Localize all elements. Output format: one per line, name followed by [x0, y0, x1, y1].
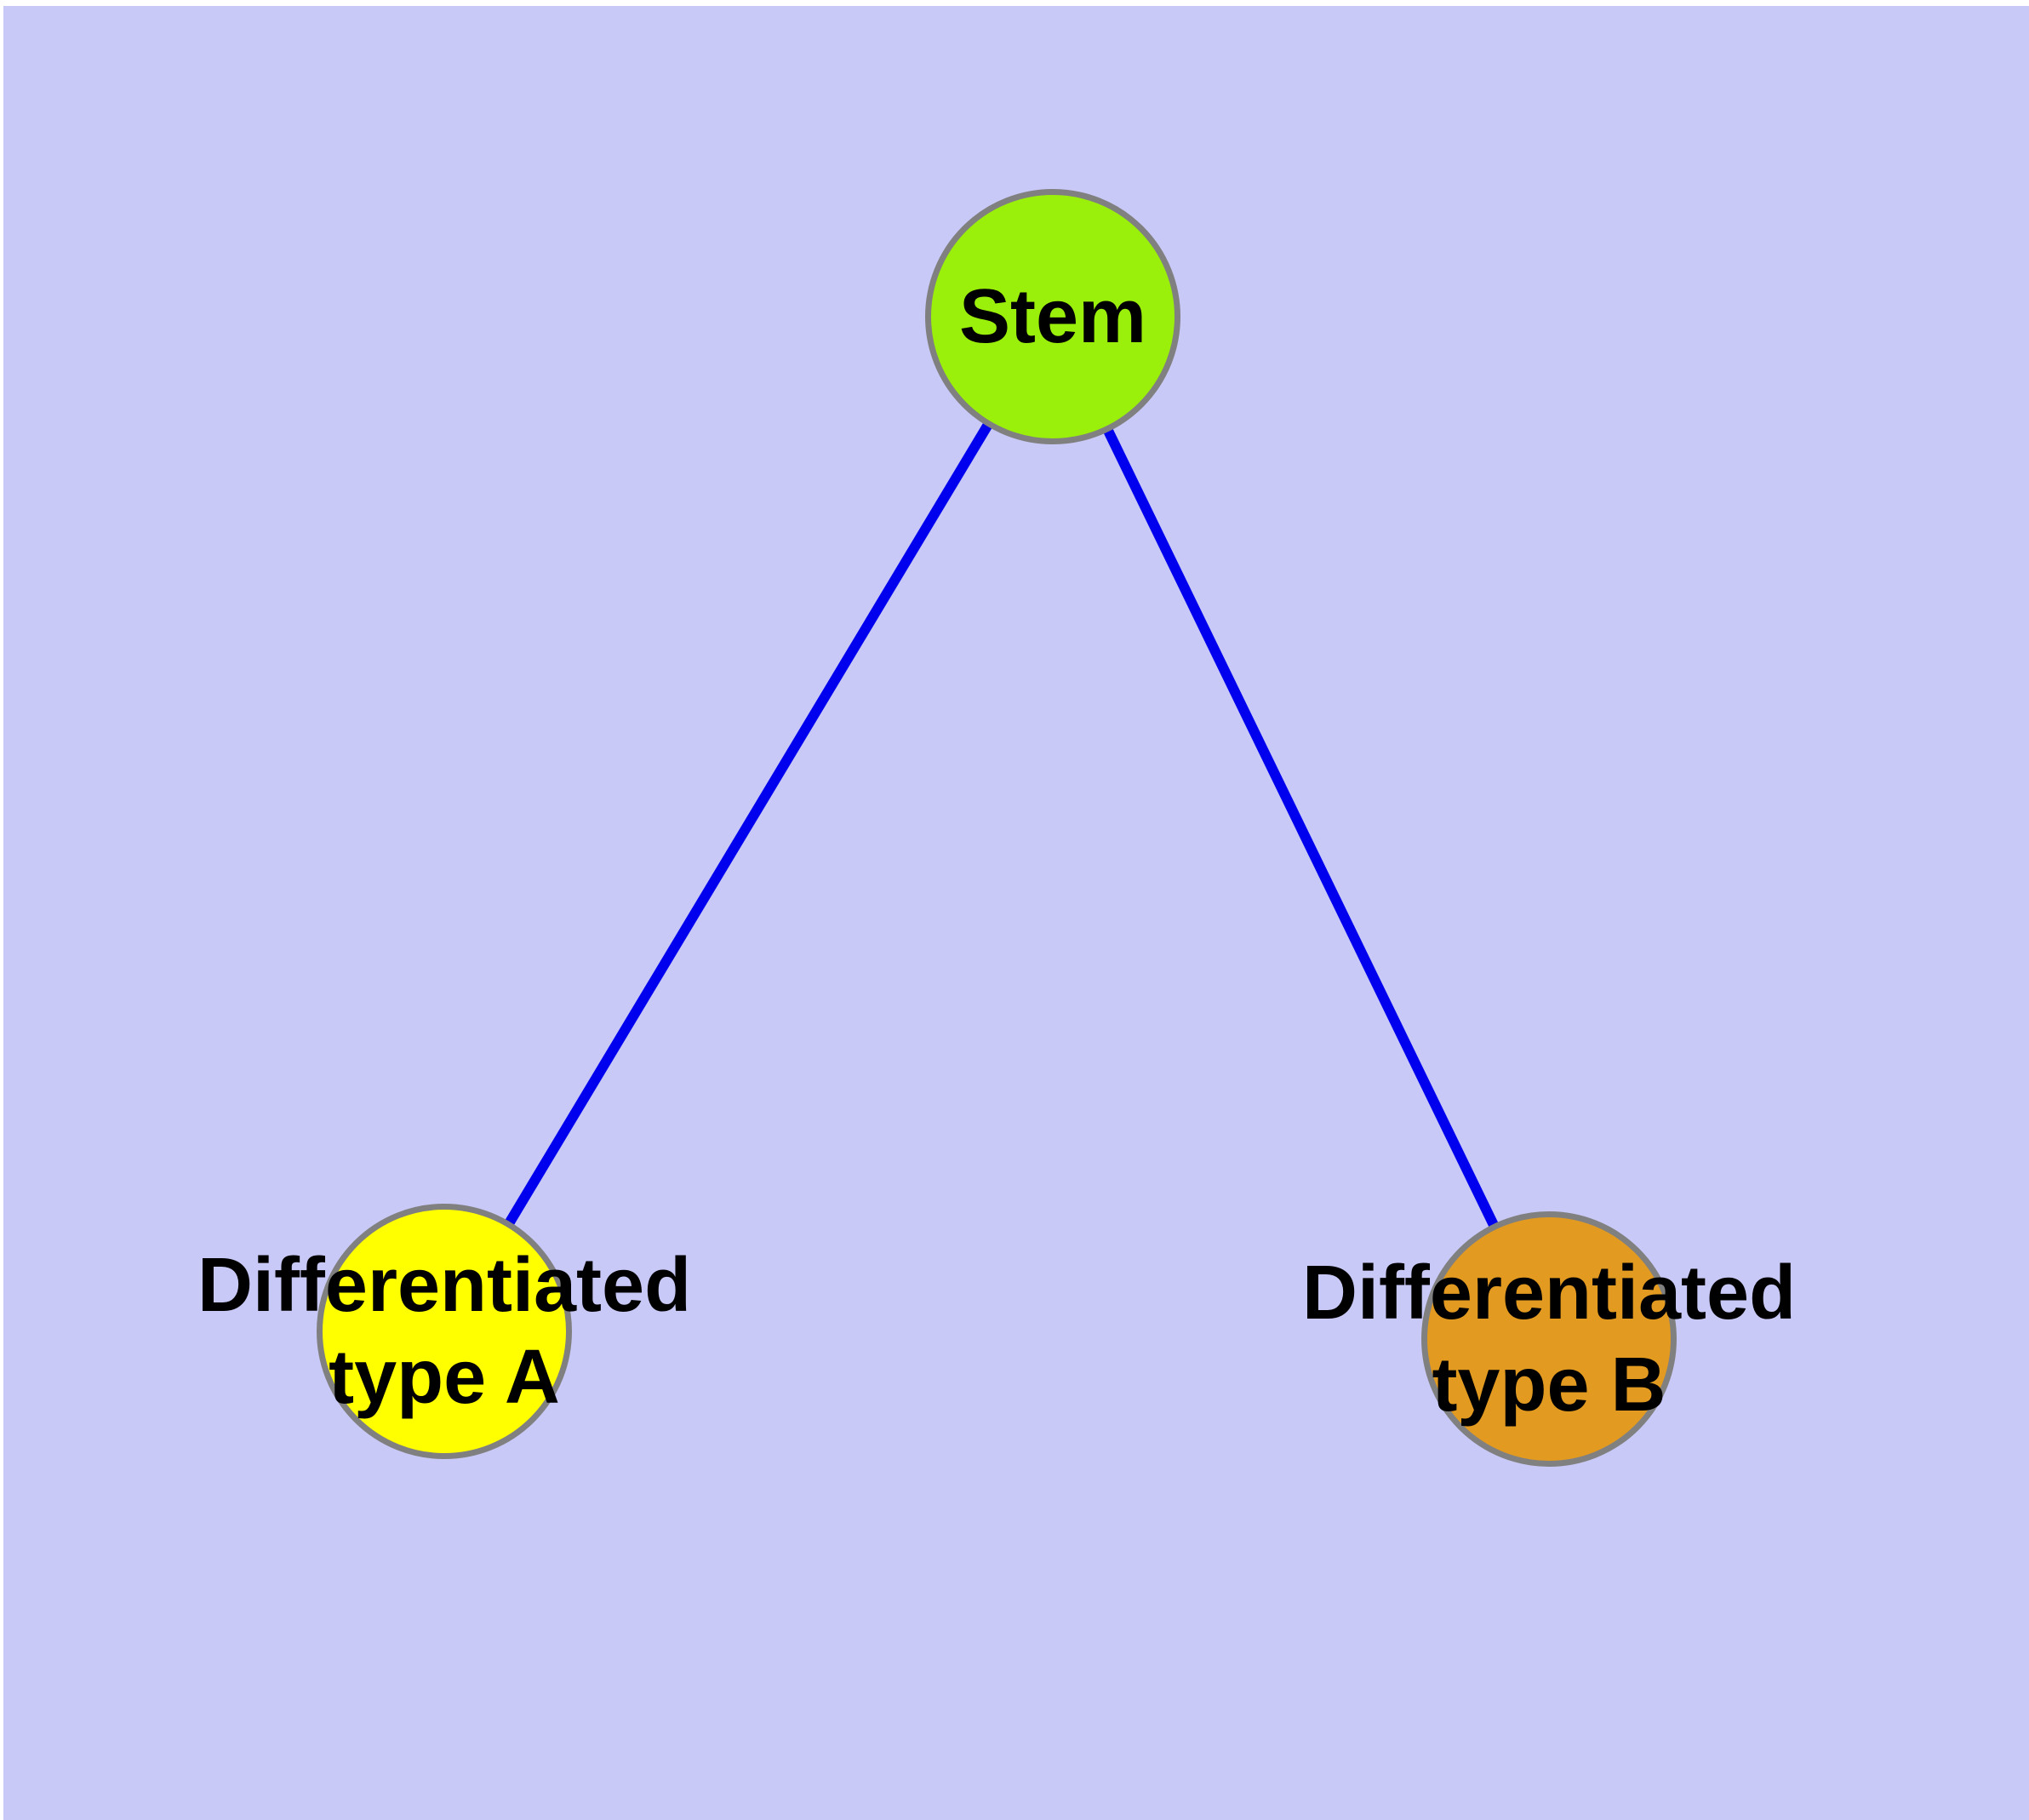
node-stem	[925, 189, 1180, 444]
edge-stem-to-type-b	[1048, 314, 1554, 1342]
edge-stem-to-type-a	[439, 313, 1058, 1335]
node-differentiated-type-a	[317, 1204, 572, 1459]
node-differentiated-type-b	[1421, 1211, 1677, 1467]
